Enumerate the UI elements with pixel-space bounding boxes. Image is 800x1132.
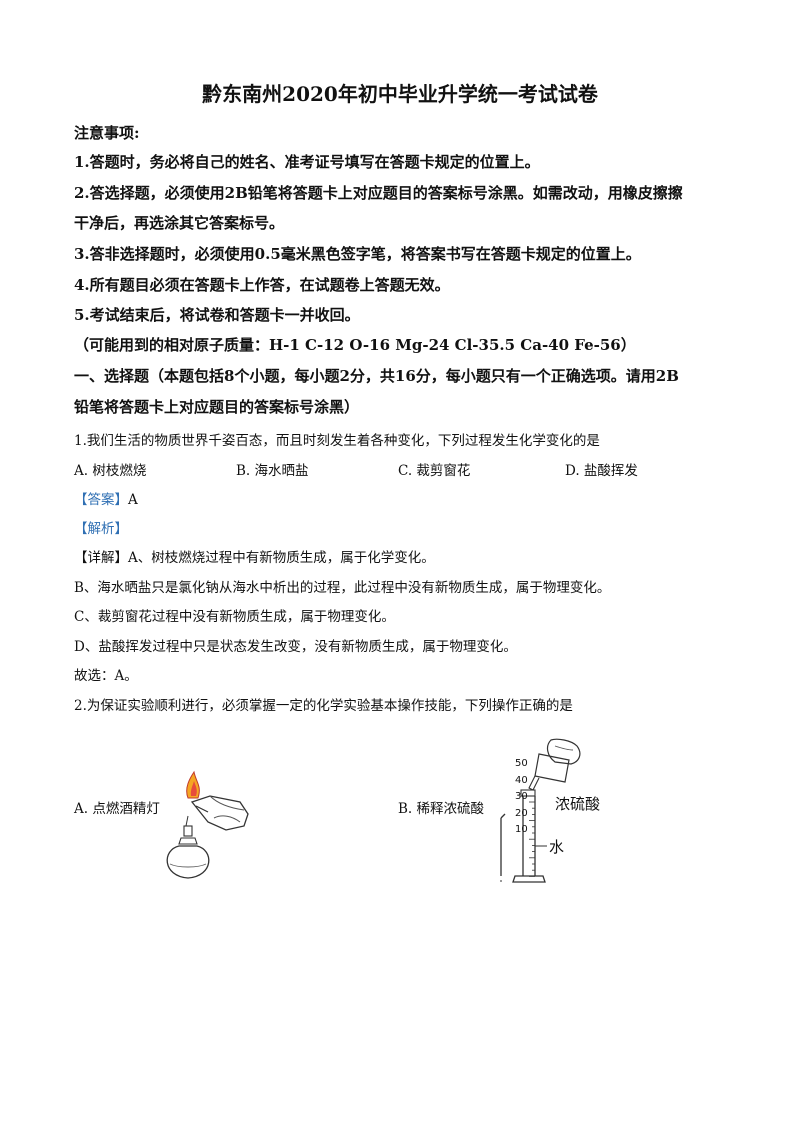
q1-answer: 【答案】A [74, 488, 138, 508]
section1-heading: 一、选择题（本题包括8个小题，每小题2分，共16分，每小题只有一个正确选项。请用… [74, 367, 679, 385]
q1-option-d: D. 盐酸挥发 [565, 463, 638, 479]
notice-item-4: 4.所有题目必须在答题卡上作答，在试题卷上答题无效。 [74, 276, 450, 294]
notice-item-2-cont: 干净后，再选涂其它答案标号。 [74, 214, 285, 232]
section1-heading-cont: 铅笔将答题卡上对应题目的答案标号涂黑） [74, 398, 360, 416]
q1-detail-b: B、海水晒盐只是氯化钠从海水中析出的过程，此过程中没有新物质生成，属于物理变化。 [74, 580, 611, 596]
q1-option-b: B. 海水晒盐 [236, 463, 309, 479]
q1-stem: 1.我们生活的物质世界千姿百态，而且时刻发生着各种变化，下列过程发生化学变化的是 [74, 433, 600, 449]
q1-conclusion: 故选：A。 [74, 668, 138, 684]
tick-label: 30 [515, 791, 528, 802]
tick-label: 20 [515, 807, 528, 819]
notice-item-3: 3.答非选择题时，必须使用0.5毫米黑色签字笔，将答案书写在答题卡规定的位置上。 [74, 245, 641, 263]
notice-item-1: 1.答题时，务必将自己的姓名、准考证号填写在答题卡规定的位置上。 [74, 153, 540, 171]
label-concentrated-acid: 浓硫酸 [555, 795, 601, 813]
tick-label: 50 [515, 758, 528, 769]
detail-text: A、树枝燃烧过程中有新物质生成，属于化学变化。 [128, 550, 435, 566]
tick-label: 10 [515, 824, 528, 835]
alcohol-lamp-illustration [166, 770, 249, 879]
detail-tag: 【详解】 [74, 550, 128, 566]
label-water: 水 [549, 838, 565, 856]
notice-item-5: 5.考试结束后，将试卷和答题卡一并收回。 [74, 306, 360, 324]
analysis-tag: 【解析】 [74, 521, 128, 537]
q2-option-a: A. 点燃酒精灯 [74, 801, 160, 817]
page-title: 黔东南州2020年初中毕业升学统一考试试卷 [202, 82, 598, 106]
notice-item-2: 2.答选择题，必须使用2B铅笔将答题卡上对应题目的答案标号涂黑。如需改动，用橡皮… [74, 184, 683, 202]
q2-option-b: B. 稀释浓硫酸 [398, 801, 485, 817]
notice-heading: 注意事项: [74, 124, 140, 142]
answer-value: A [128, 492, 138, 508]
atomic-mass-note: （可能用到的相对原子质量：H-1 C-12 O-16 Mg-24 Cl-35.5… [74, 336, 636, 354]
q1-option-a: A. 树枝燃烧 [74, 463, 147, 479]
graduated-cylinder-illustration [500, 738, 581, 883]
answer-tag: 【答案】 [74, 492, 128, 508]
q1-detail-d: D、盐酸挥发过程中只是状态发生改变，没有新物质生成，属于物理变化。 [74, 639, 517, 655]
q1-option-c: C. 裁剪窗花 [398, 463, 471, 479]
tick-label: 40 [515, 774, 528, 786]
cylinder-scale: 50 40 30 20 10 [515, 756, 528, 839]
q1-detail-a: 【详解】A、树枝燃烧过程中有新物质生成，属于化学变化。 [74, 546, 435, 566]
q1-detail-c: C、裁剪窗花过程中没有新物质生成，属于物理变化。 [74, 609, 395, 625]
q2-stem: 2.为保证实验顺利进行，必须掌握一定的化学实验基本操作技能，下列操作正确的是 [74, 698, 573, 714]
